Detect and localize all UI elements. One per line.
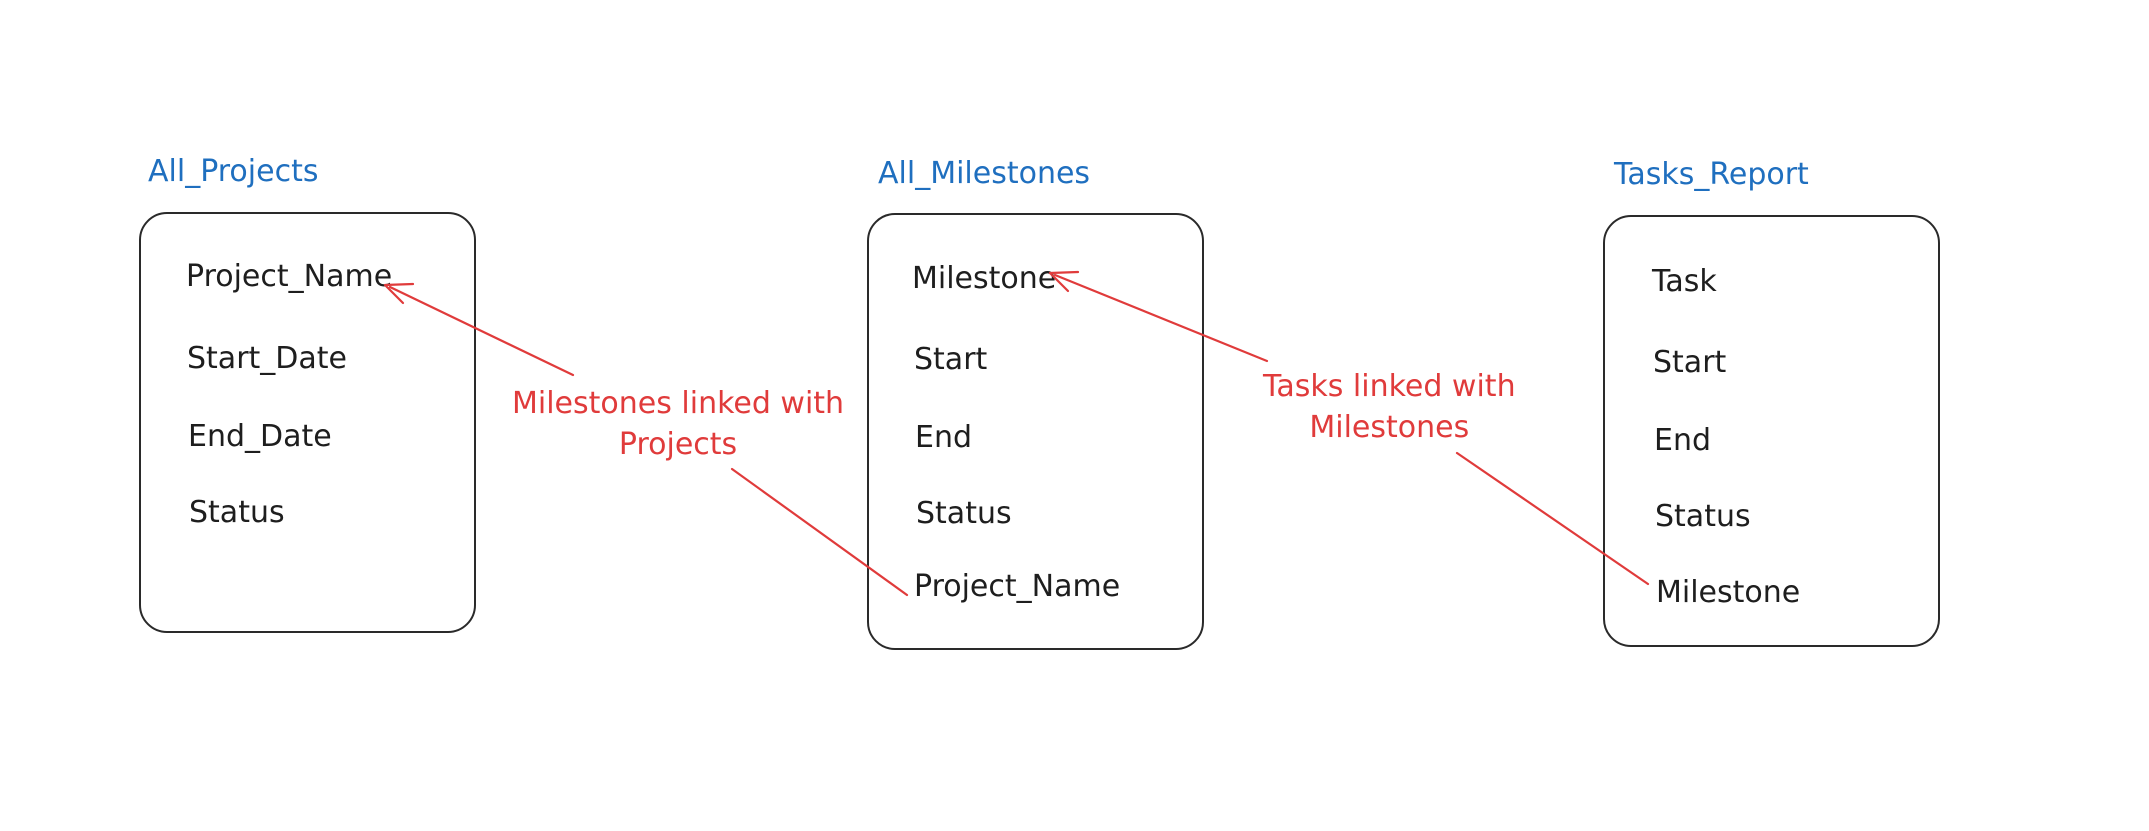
link-label-line: Tasks linked with bbox=[1263, 369, 1516, 404]
field-project-name: Project_Name bbox=[186, 259, 393, 294]
link-label-line: Milestones linked with bbox=[512, 386, 845, 421]
field-start: Start bbox=[914, 342, 988, 377]
link-label-milestones-projects: Milestones linked with Projects bbox=[512, 383, 844, 465]
table-box-all-milestones[interactable] bbox=[867, 213, 1204, 650]
link-label-line: Projects bbox=[618, 427, 738, 462]
field-end-date: End_Date bbox=[188, 419, 332, 454]
field-start-date: Start_Date bbox=[187, 341, 347, 376]
field-milestone: Milestone bbox=[1656, 575, 1801, 610]
table-box-tasks-report[interactable] bbox=[1603, 215, 1940, 647]
link-label-tasks-milestones: Tasks linked with Milestones bbox=[1263, 366, 1516, 448]
table-title-tasks-report: Tasks_Report bbox=[1614, 157, 1809, 192]
field-task: Task bbox=[1652, 264, 1717, 299]
field-project-name: Project_Name bbox=[914, 569, 1121, 604]
field-status: Status bbox=[189, 495, 285, 530]
field-end: End bbox=[1654, 423, 1712, 458]
link-label-line: Milestones bbox=[1309, 410, 1470, 445]
field-end: End bbox=[915, 420, 973, 455]
field-status: Status bbox=[1655, 499, 1751, 534]
field-milestone: Milestone bbox=[912, 261, 1057, 296]
field-status: Status bbox=[916, 496, 1012, 531]
table-box-all-projects[interactable] bbox=[139, 212, 476, 633]
field-start: Start bbox=[1653, 345, 1727, 380]
table-title-all-milestones: All_Milestones bbox=[878, 156, 1091, 191]
table-title-all-projects: All_Projects bbox=[148, 154, 319, 189]
